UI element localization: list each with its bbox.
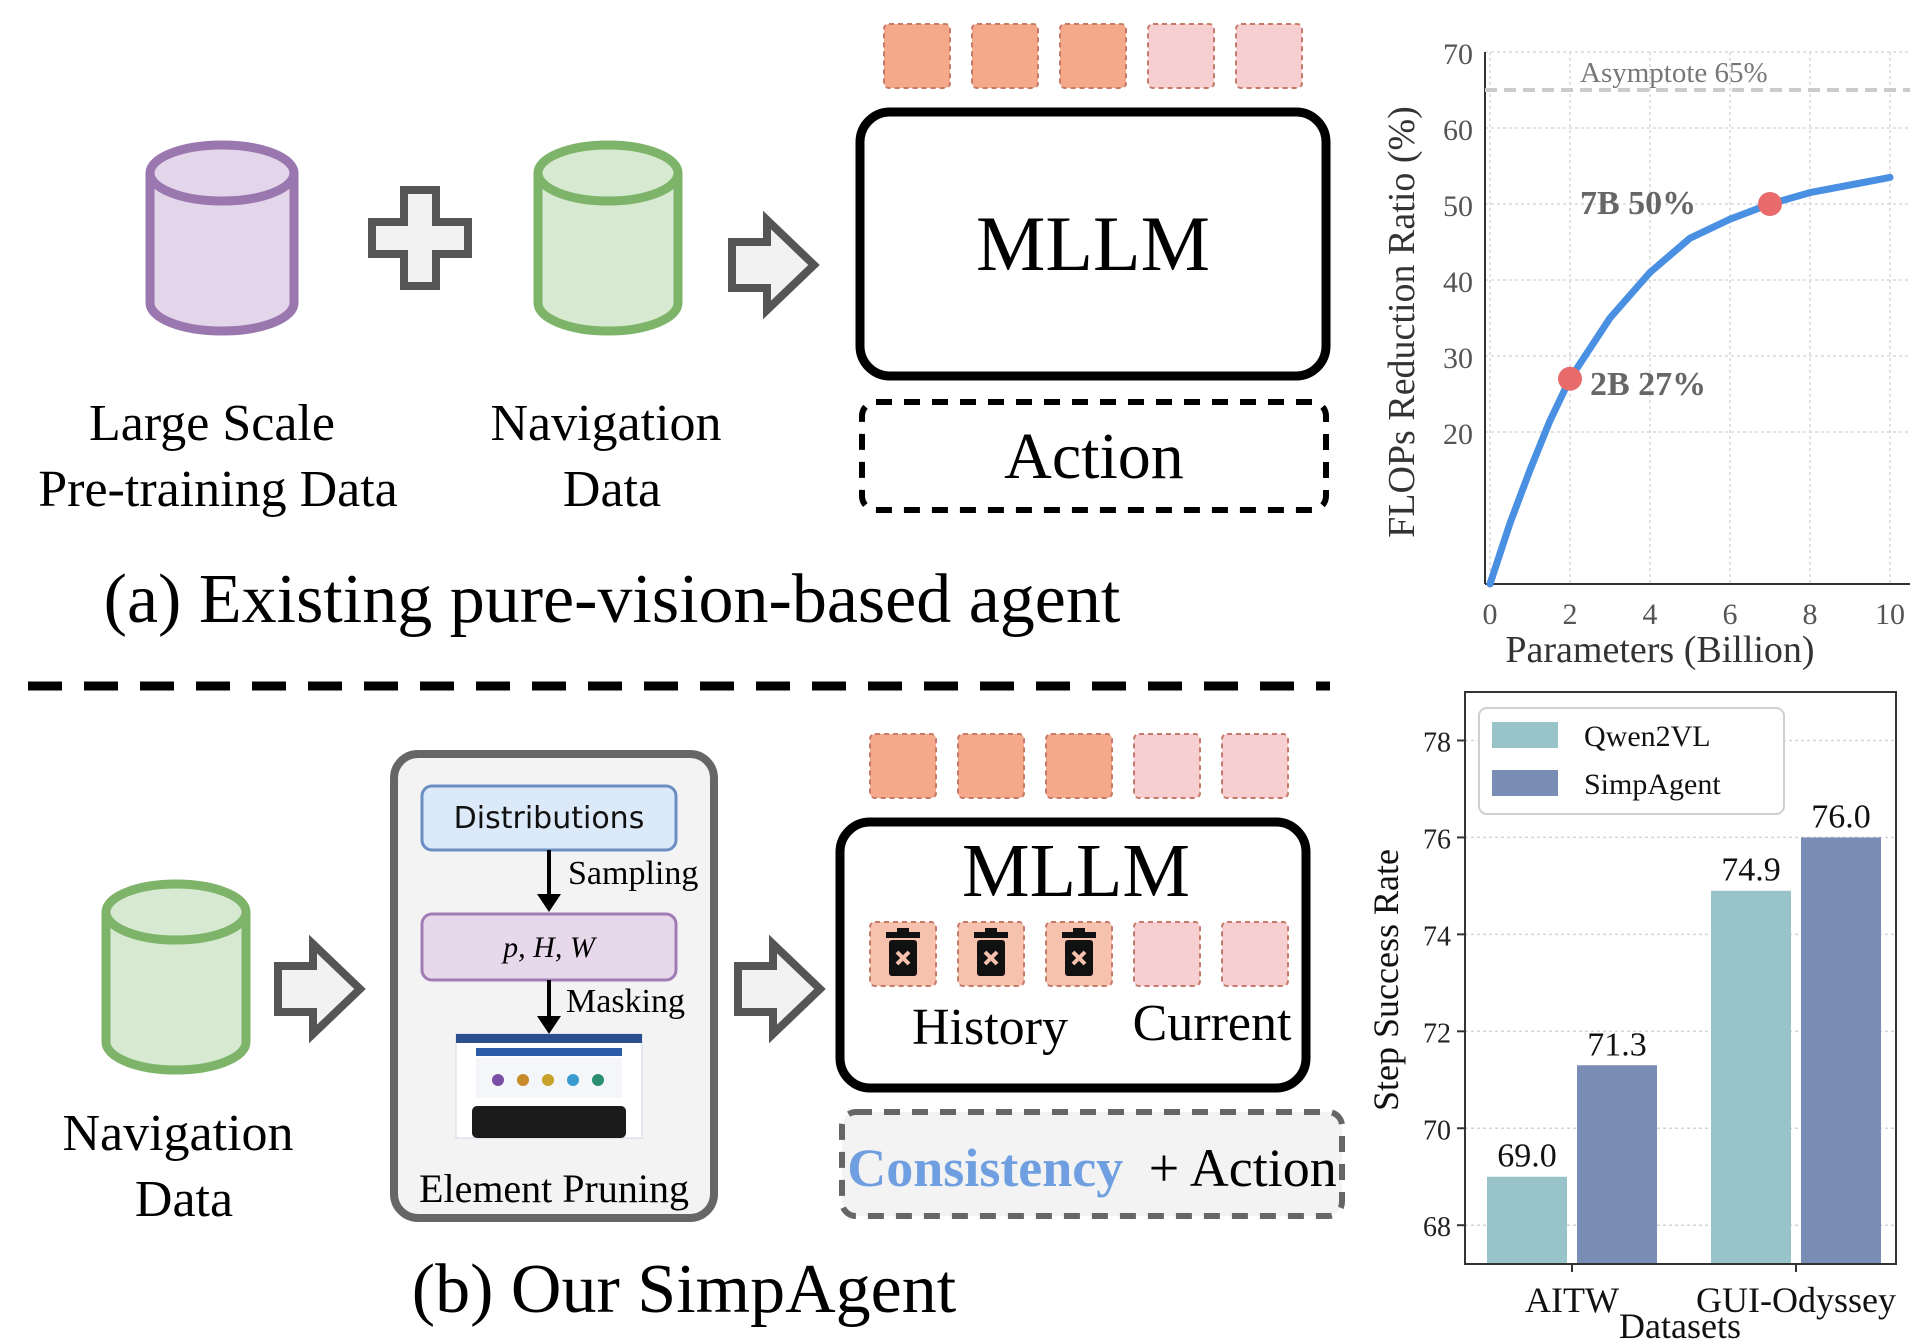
plus-action-label: + Action [1149, 1138, 1337, 1198]
gui-screenshot-thumbnail [455, 1033, 643, 1139]
current-tokens [1133, 921, 1289, 987]
y-axis-title: FLOPs Reduction Ratio (%) [1381, 106, 1423, 538]
caption-b: (b) Our SimpAgent [412, 1251, 957, 1328]
bar-qwen2vl [1711, 890, 1791, 1264]
mllm-label-a: MLLM [976, 200, 1210, 287]
bar-qwen2vl [1487, 1176, 1567, 1264]
masking-arrowhead [537, 1016, 561, 1034]
pretraining-data-label-1: Large Scale [89, 395, 335, 452]
y-tick-label: 50 [1443, 190, 1473, 223]
plot-frame [1464, 691, 1897, 1265]
reduction-curve [1486, 173, 1894, 588]
panel-a: Large Scale Pre-training Data Navigation… [38, 23, 1331, 638]
sampling-label: Sampling [568, 855, 698, 892]
data-point [1558, 366, 1582, 391]
x-tick-label: 8 [1803, 598, 1818, 631]
data-point-label: 2B 27% [1590, 366, 1706, 403]
x-tick-label: AITW [1525, 1280, 1619, 1320]
bar-simpagent [1801, 837, 1881, 1264]
legend-label: SimpAgent [1584, 768, 1721, 801]
y-tick-label: 76 [1423, 824, 1451, 855]
y-tick-label: 78 [1423, 727, 1451, 758]
y-tick-label: 72 [1423, 1018, 1451, 1049]
navigation-data-label-2: Data [563, 461, 661, 518]
action-box-a [859, 399, 1329, 513]
action-label-a: Action [1004, 420, 1184, 493]
masking-label: Masking [566, 983, 685, 1020]
data-point [1758, 192, 1782, 216]
token-row-a [883, 23, 1303, 89]
navigation-data-label-b1: Navigation [62, 1105, 293, 1162]
y-tick-label: 74 [1423, 921, 1451, 952]
y-axis-title: Step Success Rate [1366, 849, 1406, 1111]
data-point-label: 7B 50% [1580, 185, 1696, 222]
output-box-b [839, 1109, 1345, 1219]
y-tick-label: 70 [1443, 38, 1473, 71]
plus-icon [368, 186, 472, 290]
database-icon-pretraining [145, 140, 299, 336]
flops-reduction-chart: 20 30 40 50 60 70 0 2 4 6 8 10 Asymptote 65% 2B 27% 7B… [1381, 38, 1910, 671]
y-tick-label: 40 [1443, 266, 1473, 299]
bar-value-label: 71.3 [1587, 1026, 1647, 1063]
trash-icon [957, 921, 1025, 987]
pretraining-data-label-2: Pre-training Data [38, 461, 398, 518]
history-tokens [869, 921, 1113, 987]
mllm-label-b: MLLM [962, 829, 1190, 913]
output-label-b: Consistency + Action [847, 1138, 1336, 1198]
distributions-label: Distributions [454, 801, 645, 836]
current-label: Current [1133, 995, 1292, 1052]
y-tick-label: 30 [1443, 342, 1473, 375]
x-tick-label: 0 [1483, 598, 1498, 631]
consistency-label: Consistency [847, 1138, 1123, 1198]
bar-value-label: 74.9 [1721, 852, 1781, 889]
arrow-right-icon [274, 934, 366, 1044]
navigation-data-label-1: Navigation [490, 395, 721, 452]
x-tick-label: 10 [1875, 598, 1905, 631]
legend-swatch [1492, 722, 1558, 748]
x-tick-label: 2 [1563, 598, 1578, 631]
arrow-right-icon [734, 934, 826, 1044]
panel-b: Navigation Data Distributions Sampling p… [62, 733, 1345, 1328]
x-tick-label: 4 [1643, 598, 1658, 631]
mllm-box-a [855, 107, 1331, 381]
database-icon-navigation-b [101, 879, 251, 1075]
sampling-arrowhead [537, 894, 561, 912]
y-tick-label: 60 [1443, 114, 1473, 147]
x-tick-label: GUI-Odyssey [1696, 1280, 1896, 1320]
params-label: p, H, W [501, 931, 598, 964]
history-label: History [912, 999, 1068, 1056]
legend-label: Qwen2VL [1584, 720, 1711, 753]
x-tick-label: 6 [1723, 598, 1738, 631]
database-icon-navigation [533, 140, 683, 336]
arrow-right-icon [728, 210, 820, 320]
token-row-b [869, 733, 1289, 799]
x-axis-title: Parameters (Billion) [1505, 629, 1814, 671]
bar-value-label: 76.0 [1811, 798, 1871, 835]
navigation-data-label-b2: Data [135, 1171, 233, 1228]
asymptote-label: Asymptote 65% [1580, 57, 1768, 89]
x-axis-title: Datasets [1619, 1306, 1741, 1344]
element-pruning-label: Element Pruning [419, 1166, 689, 1211]
y-tick-label: 70 [1423, 1115, 1451, 1146]
bar-simpagent [1577, 1065, 1657, 1264]
trash-icon [869, 921, 937, 987]
trash-icon [1045, 921, 1113, 987]
y-tick-label: 20 [1443, 418, 1473, 451]
y-tick-label: 68 [1423, 1212, 1451, 1243]
bar-value-label: 69.0 [1497, 1138, 1557, 1175]
legend-swatch [1492, 770, 1558, 796]
caption-a: (a) Existing pure-vision-based agent [104, 561, 1121, 638]
